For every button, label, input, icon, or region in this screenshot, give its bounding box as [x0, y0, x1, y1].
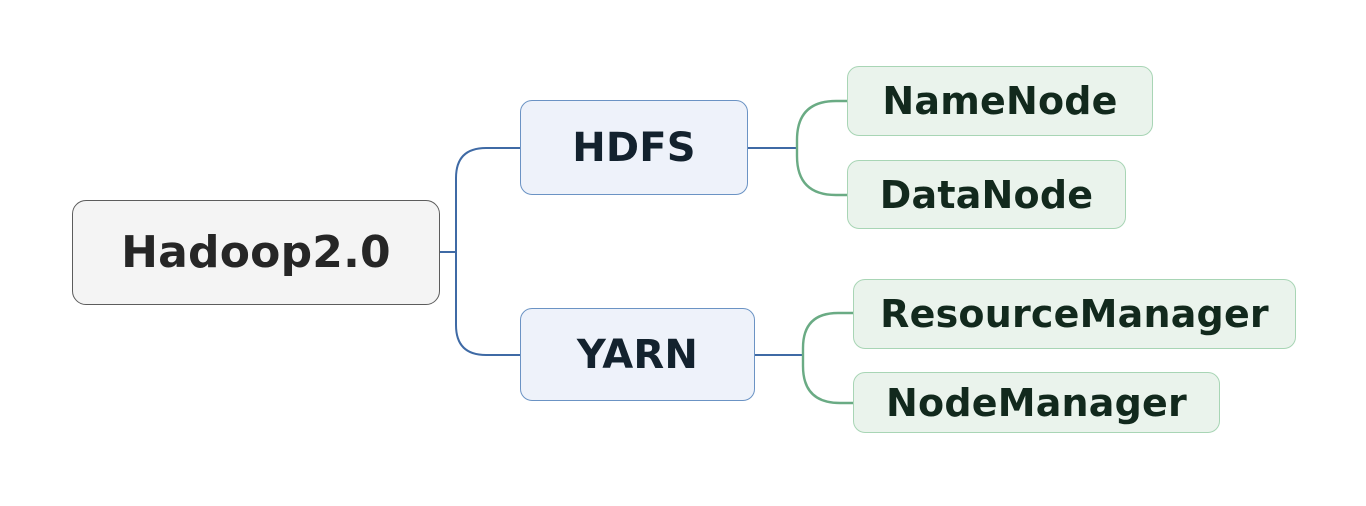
edge-hdfs-to-namenode	[795, 99, 847, 148]
node-hadoop-root[interactable]: Hadoop2.0	[72, 200, 440, 305]
node-resourcemanager-label: ResourceManager	[880, 292, 1269, 336]
node-hadoop-root-label: Hadoop2.0	[121, 226, 391, 278]
node-hdfs-label: HDFS	[572, 124, 696, 171]
node-nodemanager[interactable]: NodeManager	[853, 372, 1220, 433]
node-namenode[interactable]: NameNode	[847, 66, 1153, 136]
node-namenode-label: NameNode	[882, 79, 1118, 123]
edge-root-to-hdfs	[455, 147, 520, 252]
edge-root-to-yarn	[455, 252, 520, 356]
edge-yarn-to-nodemanager	[801, 355, 853, 405]
edge-hdfs-to-datanode	[795, 148, 847, 197]
node-yarn[interactable]: YARN	[520, 308, 755, 401]
node-hdfs[interactable]: HDFS	[520, 100, 748, 195]
edge-yarn-to-resourcemanager	[801, 311, 853, 355]
node-datanode-label: DataNode	[879, 172, 1094, 217]
node-yarn-label: YARN	[576, 331, 699, 378]
node-nodemanager-label: NodeManager	[886, 380, 1187, 425]
node-resourcemanager[interactable]: ResourceManager	[853, 279, 1296, 349]
node-datanode[interactable]: DataNode	[847, 160, 1126, 229]
